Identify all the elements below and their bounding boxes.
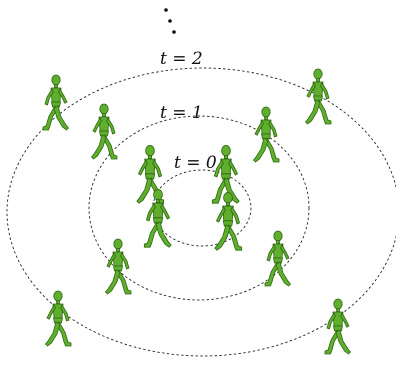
- label-t1: t = 1: [160, 103, 203, 123]
- walking-figure-t1: [253, 106, 280, 163]
- ring-t0: [152, 169, 252, 247]
- ellipsis-dot: [164, 8, 168, 12]
- label-t0: t = 0: [174, 153, 217, 173]
- walking-figure-t2: [42, 74, 69, 131]
- walking-figure-t2: [45, 290, 72, 347]
- ellipsis-dot: [172, 30, 176, 34]
- label-t2: t = 2: [160, 49, 203, 69]
- walking-figure-t1: [264, 230, 291, 287]
- walking-figure-t2: [324, 298, 351, 355]
- walking-figure-t2: [305, 68, 332, 125]
- walking-figure-t1: [105, 238, 132, 295]
- walking-figure-t0: [143, 188, 172, 248]
- ellipsis-dot: [168, 19, 172, 23]
- vertical-ellipsis: [164, 8, 176, 34]
- ring-t1: [88, 115, 310, 301]
